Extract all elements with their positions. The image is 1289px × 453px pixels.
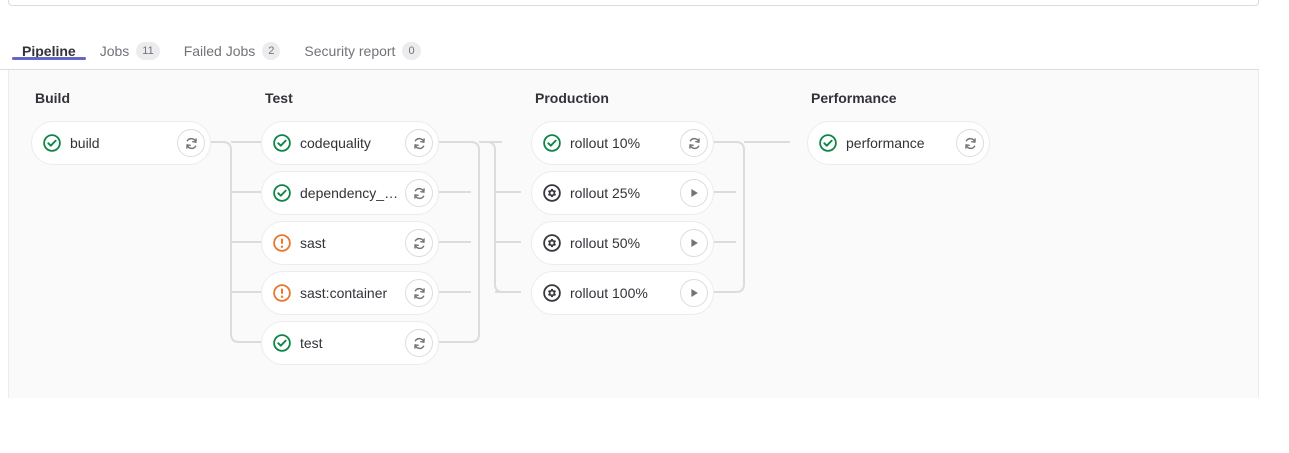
- tab-label: Jobs: [99, 43, 130, 59]
- status-manual-gear-icon: [543, 234, 561, 252]
- tab-label: Pipeline: [22, 43, 76, 59]
- tab-count-badge: 11: [136, 42, 160, 60]
- pipeline-tabbar: Pipeline Jobs 11 Failed Jobs 2 Security repor…: [0, 22, 1259, 70]
- job-name: sast: [300, 235, 326, 251]
- retry-icon: [413, 187, 425, 199]
- job-name: codequality: [300, 135, 371, 151]
- job-name: test: [300, 335, 323, 351]
- retry-icon: [688, 137, 700, 149]
- job-name: performance: [846, 135, 925, 151]
- job-retry-button[interactable]: [177, 129, 205, 157]
- retry-icon: [413, 237, 425, 249]
- page-card-top-edge: [8, 0, 1259, 6]
- job-retry-button[interactable]: [956, 129, 984, 157]
- pipeline-graph-canvas: Build build Test codequality dependency_s..…: [8, 70, 1259, 398]
- stage-production: Production rollout 10% rollout 25% rollout …: [531, 88, 714, 321]
- tab-failed-jobs[interactable]: Failed Jobs 2: [172, 22, 293, 70]
- job-play-button[interactable]: [680, 179, 708, 207]
- job-name: rollout 10%: [570, 135, 641, 151]
- job-name: build: [70, 135, 100, 151]
- retry-icon: [413, 337, 425, 349]
- status-success-icon: [273, 134, 291, 152]
- stage-title: Production: [535, 90, 609, 106]
- play-icon: [691, 238, 698, 248]
- status-warning-icon: [273, 284, 291, 302]
- job-card[interactable]: test: [261, 321, 439, 365]
- retry-icon: [413, 287, 425, 299]
- job-name: rollout 25%: [570, 185, 641, 201]
- status-warning-icon: [273, 234, 291, 252]
- status-manual-gear-icon: [543, 184, 561, 202]
- tab-active-underline: [174, 57, 291, 60]
- job-retry-button[interactable]: [405, 329, 433, 357]
- status-success-icon: [43, 134, 61, 152]
- job-card[interactable]: rollout 100%: [531, 271, 714, 315]
- job-name: rollout 100%: [570, 285, 648, 301]
- stage-performance: Performance performance: [807, 88, 990, 171]
- job-play-button[interactable]: [680, 229, 708, 257]
- tab-jobs[interactable]: Jobs 11: [88, 22, 172, 70]
- stage-test: Test codequality dependency_s...sast sast:c…: [261, 88, 439, 371]
- tab-label: Security report: [304, 43, 396, 59]
- retry-icon: [185, 137, 197, 149]
- job-card[interactable]: dependency_s...: [261, 171, 439, 215]
- job-card[interactable]: sast: [261, 221, 439, 265]
- stage-build: Build build: [31, 88, 211, 171]
- job-card[interactable]: rollout 10%: [531, 121, 714, 165]
- tab-security-report[interactable]: Security report 0: [292, 22, 432, 70]
- status-success-icon: [819, 134, 837, 152]
- job-retry-button[interactable]: [405, 129, 433, 157]
- tab-active-underline: [294, 57, 430, 60]
- job-retry-button[interactable]: [405, 229, 433, 257]
- job-card[interactable]: build: [31, 121, 211, 165]
- job-card[interactable]: codequality: [261, 121, 439, 165]
- retry-icon: [964, 137, 976, 149]
- tab-pipeline[interactable]: Pipeline: [10, 22, 88, 70]
- job-name: dependency_s...: [300, 185, 399, 201]
- stage-title: Performance: [811, 90, 897, 106]
- status-success-icon: [273, 184, 291, 202]
- tab-count-badge: 2: [262, 42, 281, 60]
- play-icon: [691, 188, 698, 198]
- status-success-icon: [273, 334, 291, 352]
- tab-label: Failed Jobs: [183, 43, 256, 59]
- job-play-button[interactable]: [680, 279, 708, 307]
- job-retry-button[interactable]: [405, 279, 433, 307]
- stage-title: Build: [35, 90, 70, 106]
- stage-title: Test: [265, 90, 293, 106]
- job-name: sast:container: [300, 285, 388, 301]
- job-card[interactable]: rollout 50%: [531, 221, 714, 265]
- job-card[interactable]: performance: [807, 121, 990, 165]
- status-success-icon: [543, 134, 561, 152]
- retry-icon: [413, 137, 425, 149]
- job-retry-button[interactable]: [405, 179, 433, 207]
- job-name: rollout 50%: [570, 235, 641, 251]
- job-card[interactable]: rollout 25%: [531, 171, 714, 215]
- job-retry-button[interactable]: [680, 129, 708, 157]
- tab-active-underline: [12, 57, 86, 60]
- tab-list: Pipeline Jobs 11 Failed Jobs 2 Security repor…: [10, 22, 433, 70]
- status-manual-gear-icon: [543, 284, 561, 302]
- tab-active-underline: [90, 57, 170, 60]
- job-card[interactable]: sast:container: [261, 271, 439, 315]
- tabbar-divider: [0, 69, 1259, 70]
- play-icon: [691, 288, 698, 298]
- tab-count-badge: 0: [402, 42, 421, 60]
